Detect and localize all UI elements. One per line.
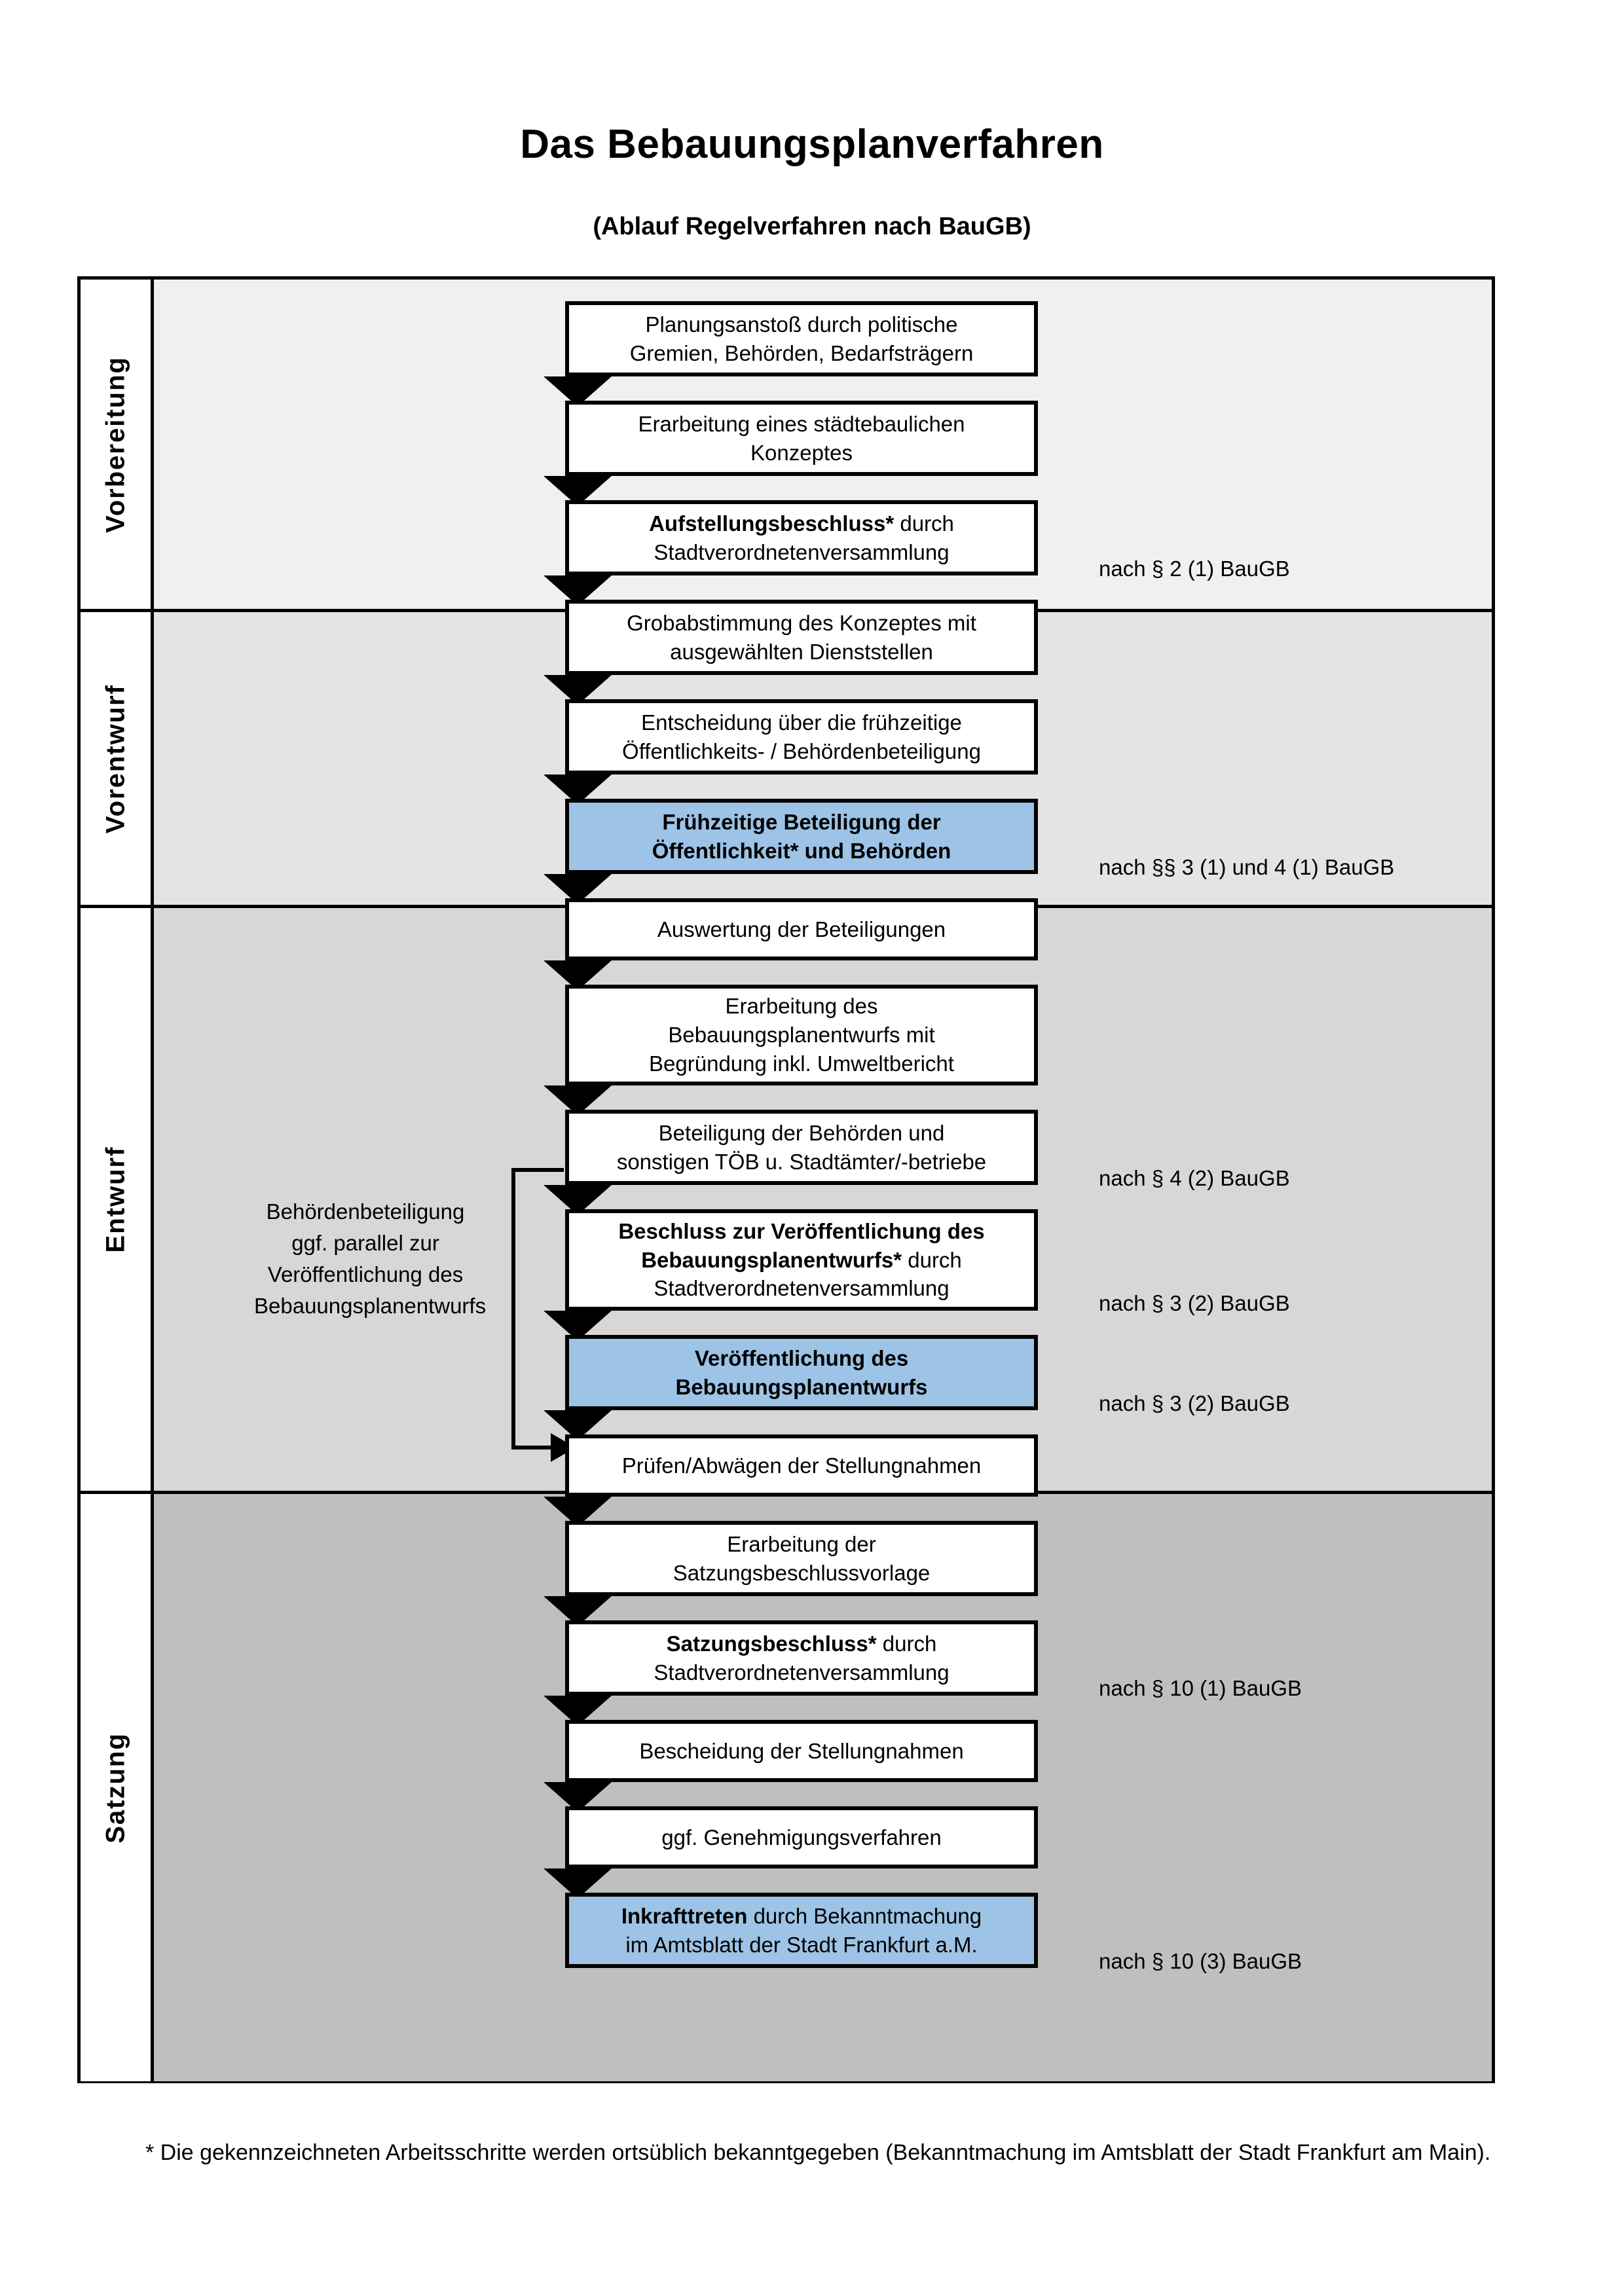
- process-box-text: Bescheidung der Stellungnahmen: [639, 1738, 964, 1763]
- phase-label-text: Entwurf: [101, 1146, 130, 1253]
- process-box-text: ggf. Genehmigungsverfahren: [661, 1825, 942, 1850]
- phase-label-vorbereitung: Vorbereitung: [81, 280, 151, 609]
- statute-note-n6: nach § 10 (1) BauGB: [1099, 1676, 1302, 1700]
- phase-label-text: Vorentwurf: [101, 683, 130, 833]
- footnote: * Die gekennzeichneten Arbeitsschritte w…: [145, 2140, 1491, 2165]
- sidenote-behoerdenbeteiligung: Behördenbeteiligung ggf. parallel zur Ve…: [254, 1196, 487, 1321]
- bracket-connector-bottom: [511, 1446, 552, 1449]
- statute-note-n4: nach § 3 (2) BauGB: [1099, 1291, 1290, 1315]
- bracket-connector-left: [511, 1168, 515, 1449]
- statute-note-n5: nach § 3 (2) BauGB: [1099, 1391, 1290, 1415]
- process-box-s16[interactable]: ggf. Genehmigungsverfahren: [565, 1806, 1038, 1868]
- process-box-s15[interactable]: Bescheidung der Stellungnahmen: [565, 1720, 1038, 1782]
- phase-label-entwurf: Entwurf: [81, 908, 151, 1491]
- sidenote-line: Bebauungsplanentwurfs: [254, 1293, 487, 1318]
- bracket-connector-top: [511, 1168, 564, 1172]
- sidenote-line: Veröffentlichung des: [267, 1262, 464, 1286]
- flowchart-frame: Vorbereitung Vorentwurf Entwurf Satzung …: [77, 276, 1495, 2083]
- sidenote-line: Behördenbeteiligung: [266, 1199, 465, 1224]
- page-subtitle: (Ablauf Regelverfahren nach BauGB): [593, 213, 1031, 240]
- statute-note-n3: nach § 4 (2) BauGB: [1099, 1166, 1290, 1190]
- process-box-s12[interactable]: Prüfen/Abwägen der Stellungnahmen: [565, 1434, 1038, 1497]
- page-title: Das Bebauungsplanverfahren: [520, 122, 1104, 167]
- statute-note-n7: nach § 10 (3) BauGB: [1099, 1949, 1302, 1973]
- phase-label-text: Satzung: [101, 1732, 130, 1844]
- phase-label-satzung: Satzung: [81, 1494, 151, 2081]
- statute-note-n2: nach §§ 3 (1) und 4 (1) BauGB: [1099, 855, 1395, 879]
- label-strip-divider: [151, 280, 154, 2080]
- process-box-text: Prüfen/Abwägen der Stellungnahmen: [621, 1453, 982, 1478]
- phase-label-vorentwurf: Vorentwurf: [81, 612, 151, 905]
- phase-label-text: Vorbereitung: [101, 355, 130, 533]
- statute-note-n1: nach § 2 (1) BauGB: [1099, 556, 1290, 581]
- sidenote-line: ggf. parallel zur: [291, 1230, 439, 1255]
- process-box-s7[interactable]: Auswertung der Beteiligungen: [565, 898, 1038, 960]
- process-box-text: Auswertung der Beteiligungen: [657, 917, 946, 941]
